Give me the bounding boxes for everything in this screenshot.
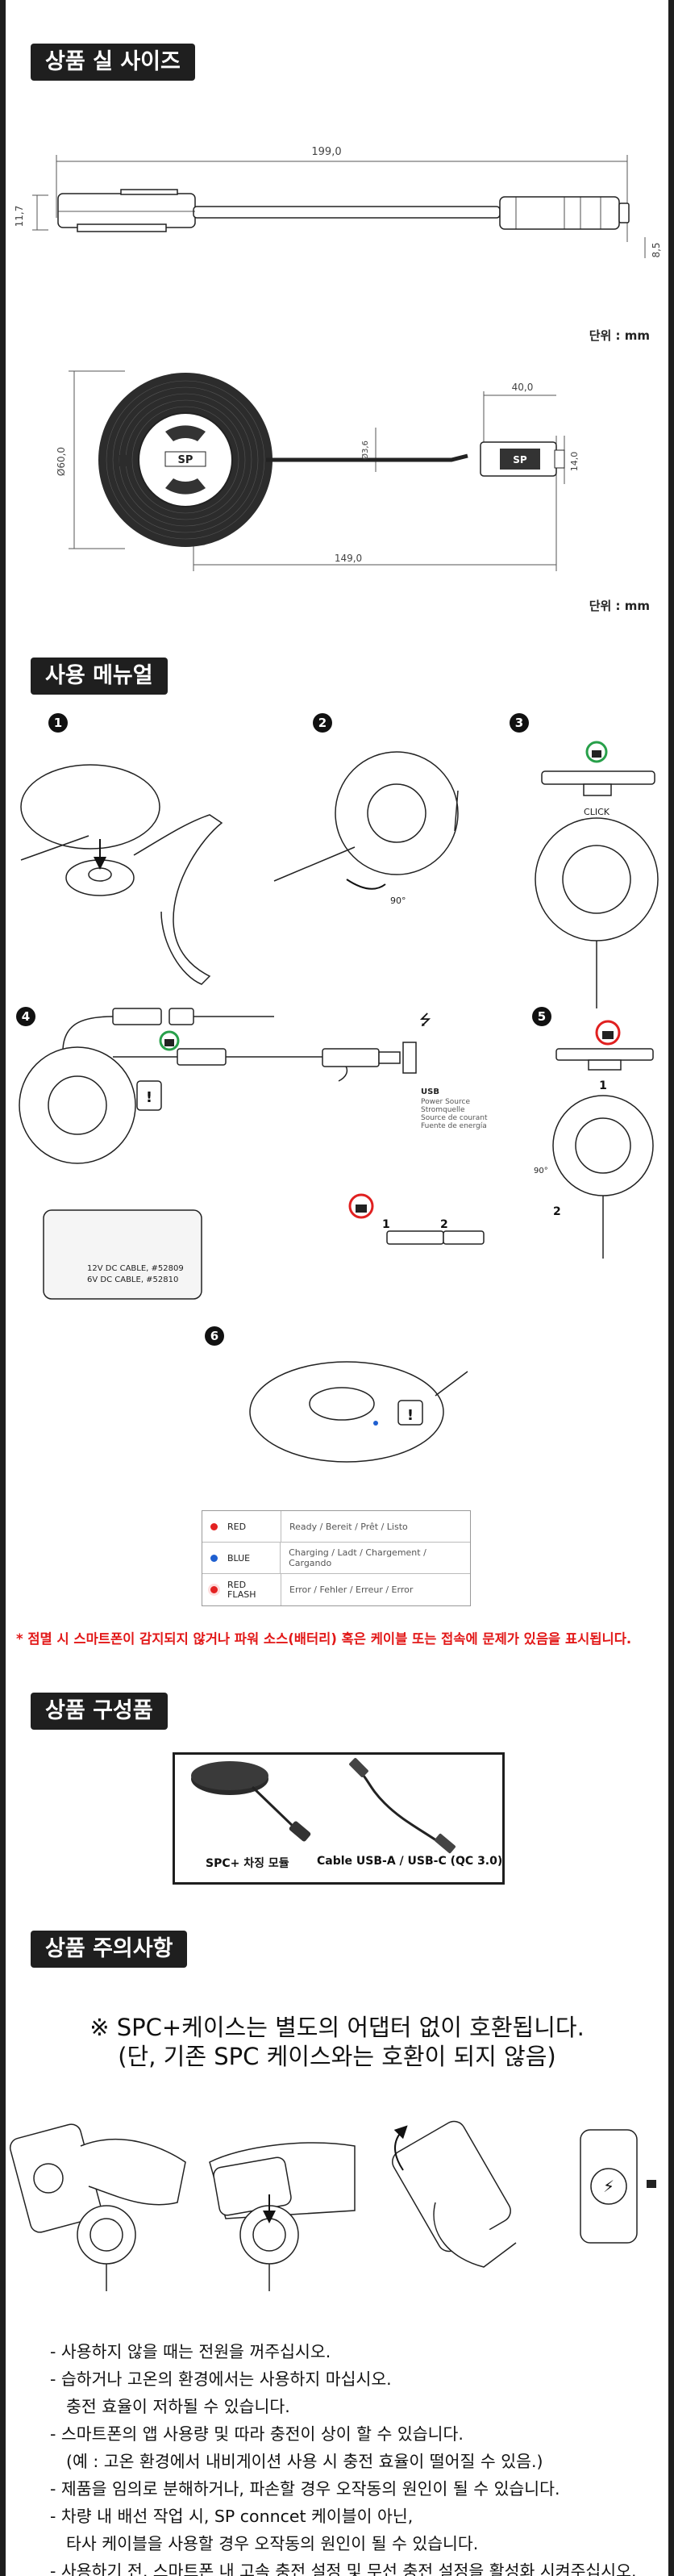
unit-label-2: 단위 : mm: [589, 599, 650, 613]
dim-puck-diameter: Ø60,0: [56, 447, 67, 476]
warning-item: - 사용하기 전, 스마트폰 내 고속 충전 설정 및 무선 충전 설정을 활성…: [50, 2561, 637, 2576]
usb-line-2: Stromquelle: [421, 1106, 465, 1114]
warning-item: - 차량 내 배선 작업 시, SP conncet 케이블이 아닌,: [50, 2507, 414, 2526]
step5-num-1: 1: [599, 1079, 607, 1092]
caution-section-title: 상품 주의사항: [31, 1931, 188, 1968]
warning-item: 충전 효율이 저하될 수 있습니다.: [66, 2397, 290, 2416]
warning-item: - 사용하지 않을 때는 전원을 꺼주십시오.: [50, 2342, 331, 2361]
step-5-badge: 5: [538, 1009, 546, 1024]
unlock-step-1: 1: [382, 1218, 390, 1231]
compat-line-2: (단, 기존 SPC 케이스와는 호환이 되지 않음): [118, 2043, 556, 2070]
blue-led-icon: [210, 1554, 218, 1562]
usb-line-4: Fuente de energía: [421, 1122, 487, 1130]
dim-connector-height: 14,0: [569, 452, 580, 472]
unit-label-1: 단위 : mm: [589, 328, 650, 343]
red-flash-led-icon: [210, 1586, 218, 1593]
step5-rotate-label: 90°: [534, 1167, 548, 1175]
dim-height-right: 8,5: [651, 242, 662, 257]
step-3-badge: 3: [515, 716, 523, 730]
legend-row-red-flash: RED FLASH Error / Fehler / Erreur / Erro…: [202, 1574, 470, 1605]
legend-label-red: RED: [227, 1521, 247, 1532]
caution-warning-list: - 사용하지 않을 때는 전원을 꺼주십시오. - 습하거나 고온의 환경에서는…: [50, 2338, 663, 2576]
svg-text:⭍: ⭍: [419, 1012, 431, 1029]
step-6-badge: 6: [210, 1329, 218, 1343]
size-section-title: 상품 실 사이즈: [31, 44, 195, 81]
step-1-badge: 1: [54, 716, 62, 730]
warning-item: - 습하거나 고온의 환경에서는 사용하지 마십시오.: [50, 2369, 392, 2389]
svg-text:⚡: ⚡: [603, 2177, 614, 2196]
dim-cable-length: 149,0: [335, 553, 362, 564]
cable-line-2: 6V DC CABLE, #52810: [87, 1275, 178, 1284]
warning-item: - 스마트폰의 앱 사용량 및 따라 충전이 상이 할 수 있습니다.: [50, 2424, 464, 2444]
manual-diagram: 1 2 3 4 5 6 90° CLICK: [16, 713, 659, 1463]
cable-line-1: 12V DC CABLE, #52809: [87, 1264, 184, 1273]
caution-illustrations: ⚡: [9, 2120, 656, 2291]
usb-line-3: Source de courant: [421, 1114, 488, 1122]
svg-text:SP: SP: [178, 454, 193, 466]
components-box: SPC+ 차징 모듈 Cable USB-A / USB-C (QC 3.0): [173, 1752, 505, 1885]
svg-text:SP: SP: [513, 454, 527, 466]
components-section-title: 상품 구성품: [31, 1693, 168, 1730]
svg-text:!: !: [407, 1407, 414, 1424]
legend-row-red: RED Ready / Bereit / Prêt / Listo: [202, 1511, 470, 1543]
red-led-icon: [210, 1522, 218, 1530]
legend-label-red-flash: RED FLASH: [227, 1579, 256, 1600]
component-charging-module: SPC+ 차징 모듈: [206, 1857, 289, 1870]
legend-label-blue: BLUE: [227, 1552, 251, 1564]
svg-text:!: !: [146, 1089, 152, 1106]
rotate-90-label: 90°: [390, 896, 406, 906]
legend-text-blue: Charging / Ladt / Chargement / Cargando: [289, 1547, 426, 1568]
led-legend-table: RED Ready / Bereit / Prêt / Listo BLUE C…: [202, 1510, 471, 1606]
dim-cable-diameter: Ø3,6: [360, 440, 370, 460]
click-label: CLICK: [584, 807, 610, 817]
component-cable: Cable USB-A / USB-C (QC 3.0): [317, 1855, 503, 1868]
side-view-diagram: 199,0 11,7 8,5: [14, 146, 662, 258]
warning-item: - 제품을 임의로 분해하거나, 파손할 경우 오작동의 원인이 될 수 있습니…: [50, 2479, 560, 2499]
usb-line-1: Power Source: [421, 1098, 470, 1106]
warning-item: 타사 케이블을 사용할 경우 오작동의 원인이 될 수 있습니다.: [66, 2534, 479, 2553]
legend-text-red: Ready / Bereit / Prêt / Listo: [289, 1521, 408, 1532]
top-view-diagram: SP SP Ø60,0 Ø3,6 40,0 14,0 149,0: [56, 370, 580, 571]
step-2-badge: 2: [318, 716, 327, 730]
legend-row-blue: BLUE Charging / Ladt / Chargement / Carg…: [202, 1543, 470, 1574]
dim-total-length: 199,0: [311, 146, 341, 158]
unlock-step-2: 2: [440, 1218, 448, 1231]
warning-item: (예 : 고온 환경에서 내비게이션 사용 시 충전 효율이 떨어질 수 있음.…: [66, 2452, 543, 2471]
step-4-badge: 4: [22, 1009, 30, 1024]
dim-connector-length: 40,0: [512, 382, 534, 393]
manual-section-title: 사용 메뉴얼: [31, 658, 168, 695]
dim-height-left: 11,7: [14, 206, 25, 228]
components-illustration: [191, 1758, 456, 1854]
compat-line-1: ※ SPC+케이스는 별도의 어댑터 없이 호환됩니다.: [89, 2014, 585, 2041]
usb-title: USB: [421, 1088, 439, 1096]
led-error-note: * 점멸 시 스마트폰이 감지되지 않거나 파워 소스(배터리) 혹은 케이블 …: [16, 1631, 632, 1647]
step5-num-2: 2: [553, 1205, 561, 1218]
legend-text-red-flash: Error / Fehler / Erreur / Error: [289, 1584, 414, 1595]
